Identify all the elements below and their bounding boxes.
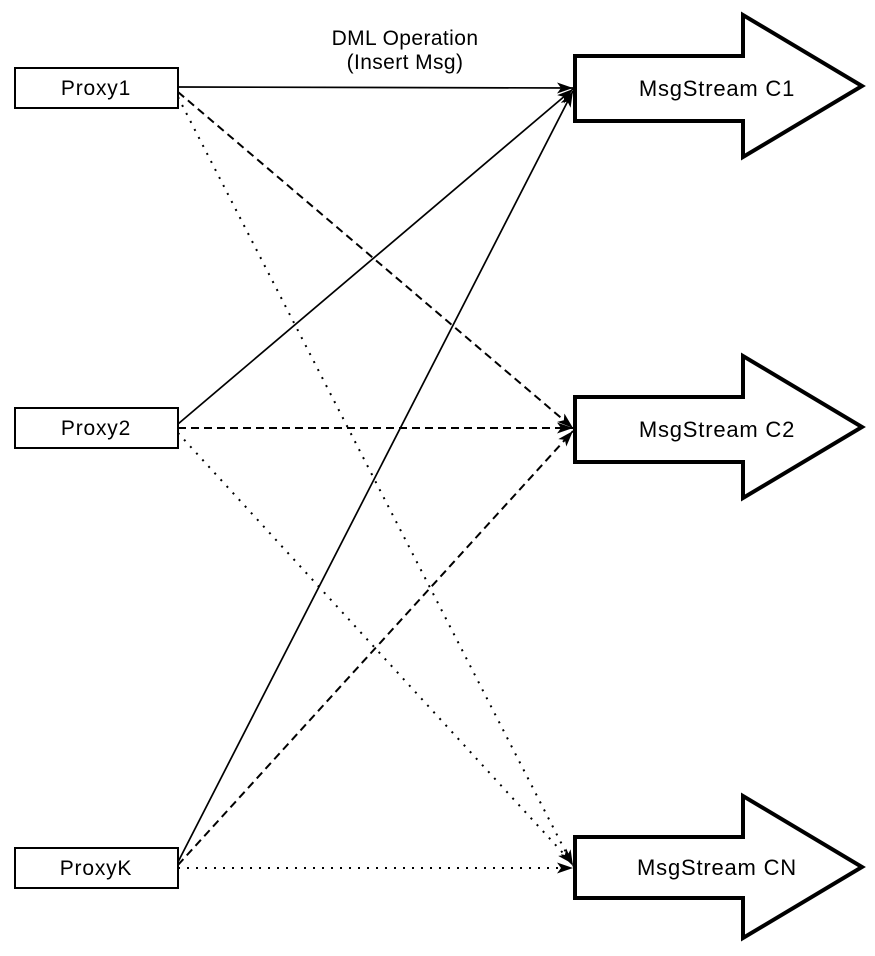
annotation-line2: (Insert Msg)	[347, 51, 464, 74]
edge-proxyk-to-c1	[177, 90, 574, 863]
node-proxy2: Proxy2	[14, 407, 179, 449]
node-msgstream-c2: MsgStream C2	[573, 352, 866, 502]
annotation-line1: DML Operation	[332, 27, 479, 50]
msgstream-c1-arrow-shape	[573, 11, 866, 161]
node-proxy1: Proxy1	[14, 67, 179, 109]
msgstream-cn-arrow-shape	[573, 792, 866, 942]
msgstream-cn-label: MsgStream CN	[637, 855, 797, 880]
proxy1-box	[14, 67, 179, 109]
edge-proxy1-to-c2	[177, 91, 574, 429]
edge-proxyk-to-c2	[177, 430, 574, 866]
edge-proxy2-to-cn	[177, 432, 574, 865]
msgstream-c2-arrow-shape	[573, 352, 866, 502]
msgstream-c2-label: MsgStream C2	[639, 417, 795, 442]
proxy1-label: Proxy1	[61, 77, 131, 100]
proxyk-label: ProxyK	[60, 857, 133, 880]
edge-proxy2-to-c1	[177, 88, 574, 425]
edge-proxy1-to-c1	[177, 82, 574, 94]
node-msgstream-c1: MsgStream C1	[573, 11, 866, 161]
proxy2-label: Proxy2	[61, 417, 131, 440]
proxyk-box	[14, 847, 179, 889]
edge-proxy1-to-cn	[177, 96, 574, 867]
node-proxyk: ProxyK	[14, 847, 179, 889]
proxy2-box	[14, 407, 179, 449]
msgstream-c1-label: MsgStream C1	[639, 76, 795, 101]
node-msgstream-cn: MsgStream CN	[573, 792, 866, 942]
